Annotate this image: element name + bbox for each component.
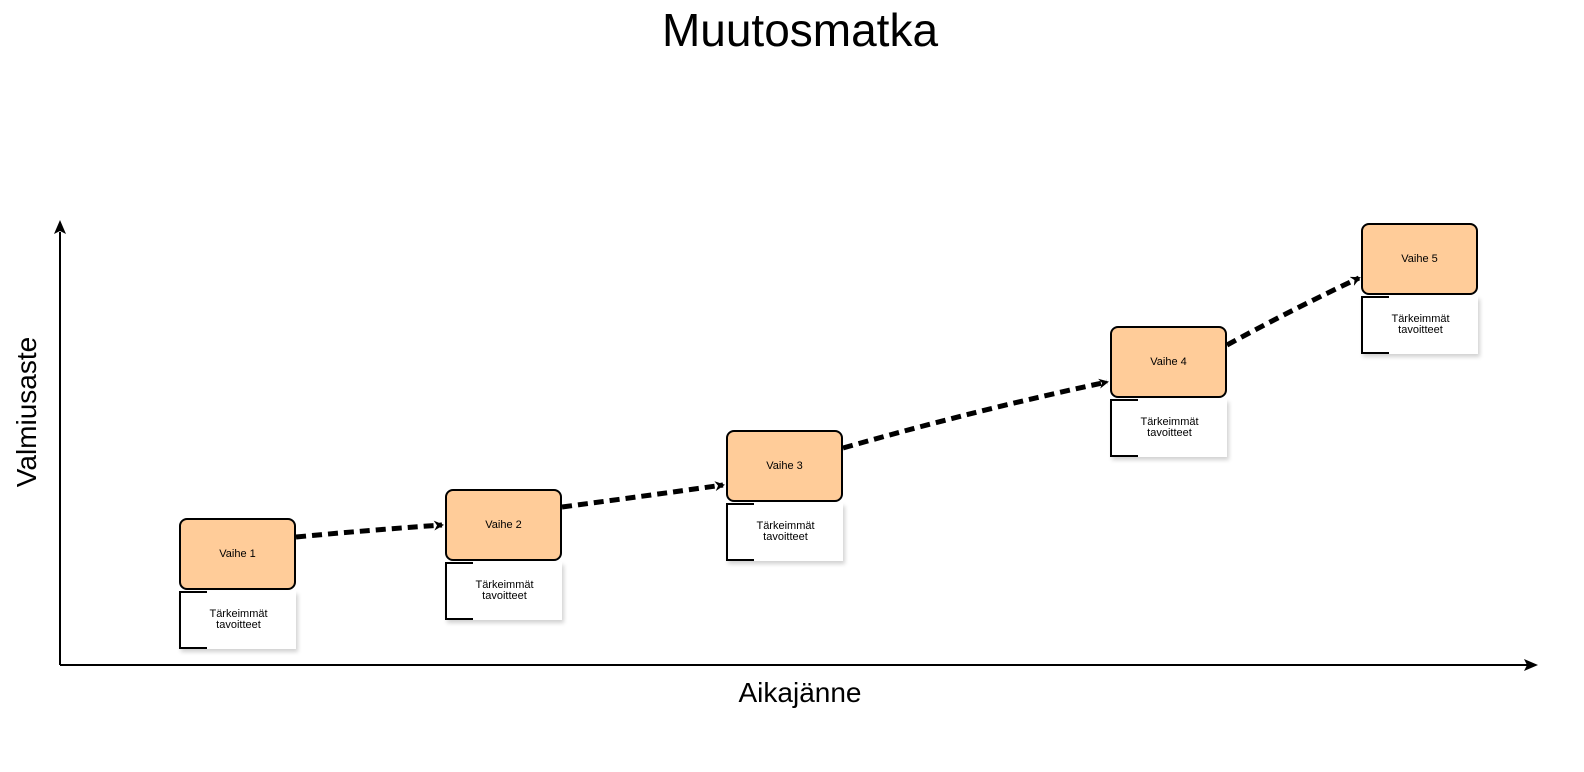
stage-5-goals-text: Tärkeimmät tavoitteet	[1391, 313, 1450, 336]
stage-4-label: Vaihe 4	[1150, 355, 1187, 368]
stage-3-label: Vaihe 3	[766, 459, 803, 472]
x-axis-label: Aikajänne	[738, 677, 862, 708]
stage-4-goals-text: Tärkeimmät tavoitteet	[1140, 416, 1199, 439]
stage-5-goals: Tärkeimmät tavoitteet	[1361, 296, 1478, 354]
stage-1-box[interactable]: Vaihe 1	[179, 518, 296, 590]
connector-1-2	[295, 520, 444, 540]
stage-1-goals-text: Tärkeimmät tavoitteet	[209, 608, 268, 631]
connector-2-3	[561, 481, 725, 510]
stage-5-box[interactable]: Vaihe 5	[1361, 223, 1478, 295]
stage-2-label: Vaihe 2	[485, 518, 522, 531]
stage-3-goals-text: Tärkeimmät tavoitteet	[756, 520, 815, 543]
stage-1-goals: Tärkeimmät tavoitteet	[179, 591, 296, 649]
x-axis-arrow-icon	[1524, 659, 1538, 671]
stage-2-goals-text: Tärkeimmät tavoitteet	[475, 579, 534, 602]
stage-3-box[interactable]: Vaihe 3	[726, 430, 843, 502]
stage-4-goals: Tärkeimmät tavoitteet	[1110, 399, 1227, 457]
connector-3-4	[842, 378, 1109, 451]
diagram-title: Muutosmatka	[661, 4, 939, 56]
stage-4-box[interactable]: Vaihe 4	[1110, 326, 1227, 398]
stage-2-box[interactable]: Vaihe 2	[445, 489, 562, 561]
stage-2-goals: Tärkeimmät tavoitteet	[445, 562, 562, 620]
stage-5-label: Vaihe 5	[1401, 252, 1438, 265]
y-axis-label: Valmiusaste	[11, 336, 42, 488]
y-axis-arrow-icon	[54, 220, 66, 234]
stage-1-label: Vaihe 1	[219, 547, 256, 560]
connector-4-5	[1225, 275, 1361, 348]
stage-3-goals: Tärkeimmät tavoitteet	[726, 503, 843, 561]
